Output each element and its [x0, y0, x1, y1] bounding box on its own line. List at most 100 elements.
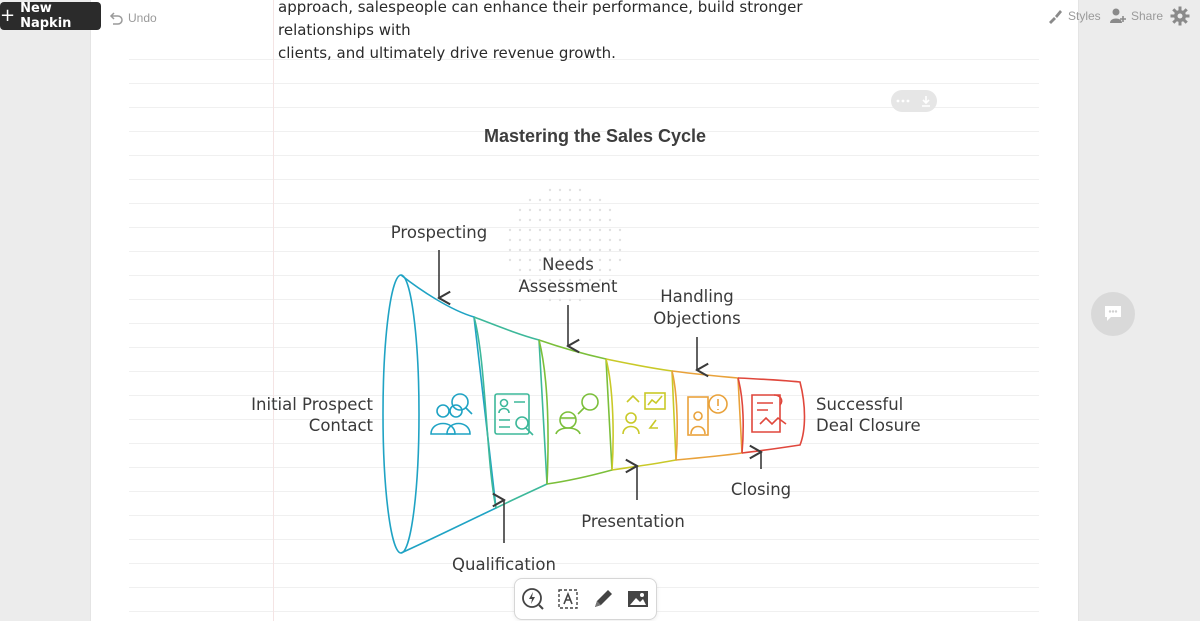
- decor-dot: [558, 208, 562, 212]
- decor-dot: [618, 258, 622, 262]
- decor-dot: [528, 198, 532, 202]
- decor-dot: [538, 208, 542, 212]
- decor-dot: [558, 248, 562, 252]
- decor-dot: [518, 248, 522, 252]
- decor-dot: [528, 258, 532, 262]
- generate-visual-button[interactable]: [519, 585, 547, 613]
- undo-button[interactable]: Undo: [108, 10, 157, 26]
- share-button[interactable]: Share: [1109, 7, 1163, 25]
- person-search-icon: [555, 393, 599, 435]
- draw-button[interactable]: [589, 585, 617, 613]
- decor-dot: [538, 228, 542, 232]
- paragraph-line: approach, salespeople can enhance their …: [278, 0, 803, 39]
- decor-dot: [568, 278, 572, 282]
- decor-dot: [558, 298, 562, 302]
- document-paragraph[interactable]: approach, salespeople can enhance their …: [278, 0, 898, 65]
- decor-dot: [518, 208, 522, 212]
- plus-icon: +: [0, 5, 16, 26]
- stage-label-objections-line1: Handling: [660, 287, 734, 306]
- decor-dot: [538, 268, 542, 272]
- decor-dot: [568, 218, 572, 222]
- new-napkin-button[interactable]: + New Napkin: [0, 1, 101, 31]
- comment-button[interactable]: [1091, 292, 1135, 336]
- decor-dot: [528, 278, 532, 282]
- decor-dot: [608, 218, 612, 222]
- funnel-segment-needs: [538, 339, 613, 485]
- settings-button[interactable]: [1170, 6, 1190, 31]
- stage-label-closing: Closing: [731, 480, 791, 499]
- decor-dot: [528, 248, 532, 252]
- stage-label-objections-line2: Objections: [653, 309, 740, 328]
- decor-dot: [588, 238, 592, 242]
- decor-dot: [568, 228, 572, 232]
- decor-dot: [588, 218, 592, 222]
- decor-dot: [598, 248, 602, 252]
- decor-dot: [548, 218, 552, 222]
- decor-dot: [548, 258, 552, 262]
- decor-dot: [618, 228, 622, 232]
- stage-label-needs-line1: Needs: [542, 255, 594, 274]
- decor-dot: [568, 298, 572, 302]
- insert-image-button[interactable]: [624, 585, 652, 613]
- stage-label-qualification: Qualification: [452, 555, 556, 574]
- decor-dot: [538, 288, 542, 292]
- decor-dot: [528, 268, 532, 272]
- decor-dot: [568, 208, 572, 212]
- decor-dot: [578, 208, 582, 212]
- decor-dot: [578, 268, 582, 272]
- paintbrush-icon: [1049, 10, 1062, 24]
- end-label-line2: Deal Closure: [816, 416, 921, 435]
- decor-dot: [548, 268, 552, 272]
- image-icon: [628, 591, 649, 607]
- decor-dot: [578, 278, 582, 282]
- decor-dot: [518, 258, 522, 262]
- decor-dot: [608, 238, 612, 242]
- decor-dot: [528, 288, 532, 292]
- decor-dot: [528, 238, 532, 242]
- decor-dot: [568, 248, 572, 252]
- decor-dot: [558, 218, 562, 222]
- decor-dot: [608, 228, 612, 232]
- decor-dot: [558, 268, 562, 272]
- decor-dot: [568, 288, 572, 292]
- download-icon[interactable]: [920, 95, 932, 107]
- decor-dot: [598, 238, 602, 242]
- decor-dot: [578, 188, 582, 192]
- decor-dot: [588, 248, 592, 252]
- stage-label-prospecting: Prospecting: [391, 223, 487, 242]
- contract-handshake-icon: [751, 394, 787, 433]
- visual-options-menu[interactable]: [891, 90, 937, 112]
- decor-dot: [558, 278, 562, 282]
- decor-dot: [608, 278, 612, 282]
- undo-label: Undo: [128, 11, 157, 25]
- decor-dot: [568, 238, 572, 242]
- new-napkin-label: New Napkin: [20, 1, 72, 31]
- decor-dot: [598, 218, 602, 222]
- decor-dot: [538, 278, 542, 282]
- text-box-button[interactable]: [554, 585, 582, 613]
- styles-button[interactable]: Styles: [1046, 7, 1101, 25]
- decor-dot: [578, 198, 582, 202]
- stage-label-presentation: Presentation: [581, 512, 685, 531]
- decor-dot: [548, 208, 552, 212]
- comment-icon: [1105, 306, 1121, 321]
- decor-dot: [578, 238, 582, 242]
- decor-dot: [588, 278, 592, 282]
- decor-dot: [558, 258, 562, 262]
- more-options-icon[interactable]: [896, 98, 910, 104]
- objection-alert-icon: [687, 394, 728, 436]
- decor-dot: [598, 228, 602, 232]
- funnel-segment-presentation: [605, 358, 677, 471]
- decor-dot: [568, 258, 572, 262]
- decor-dot: [548, 228, 552, 232]
- styles-label: Styles: [1068, 9, 1101, 23]
- decor-dot: [528, 208, 532, 212]
- share-label: Share: [1131, 9, 1164, 23]
- add-user-icon: [1110, 8, 1126, 23]
- decor-dot: [518, 218, 522, 222]
- decor-dot: [548, 198, 552, 202]
- decor-dot: [548, 248, 552, 252]
- decor-dot: [548, 288, 552, 292]
- paragraph-line: clients, and ultimately drive revenue gr…: [278, 44, 616, 62]
